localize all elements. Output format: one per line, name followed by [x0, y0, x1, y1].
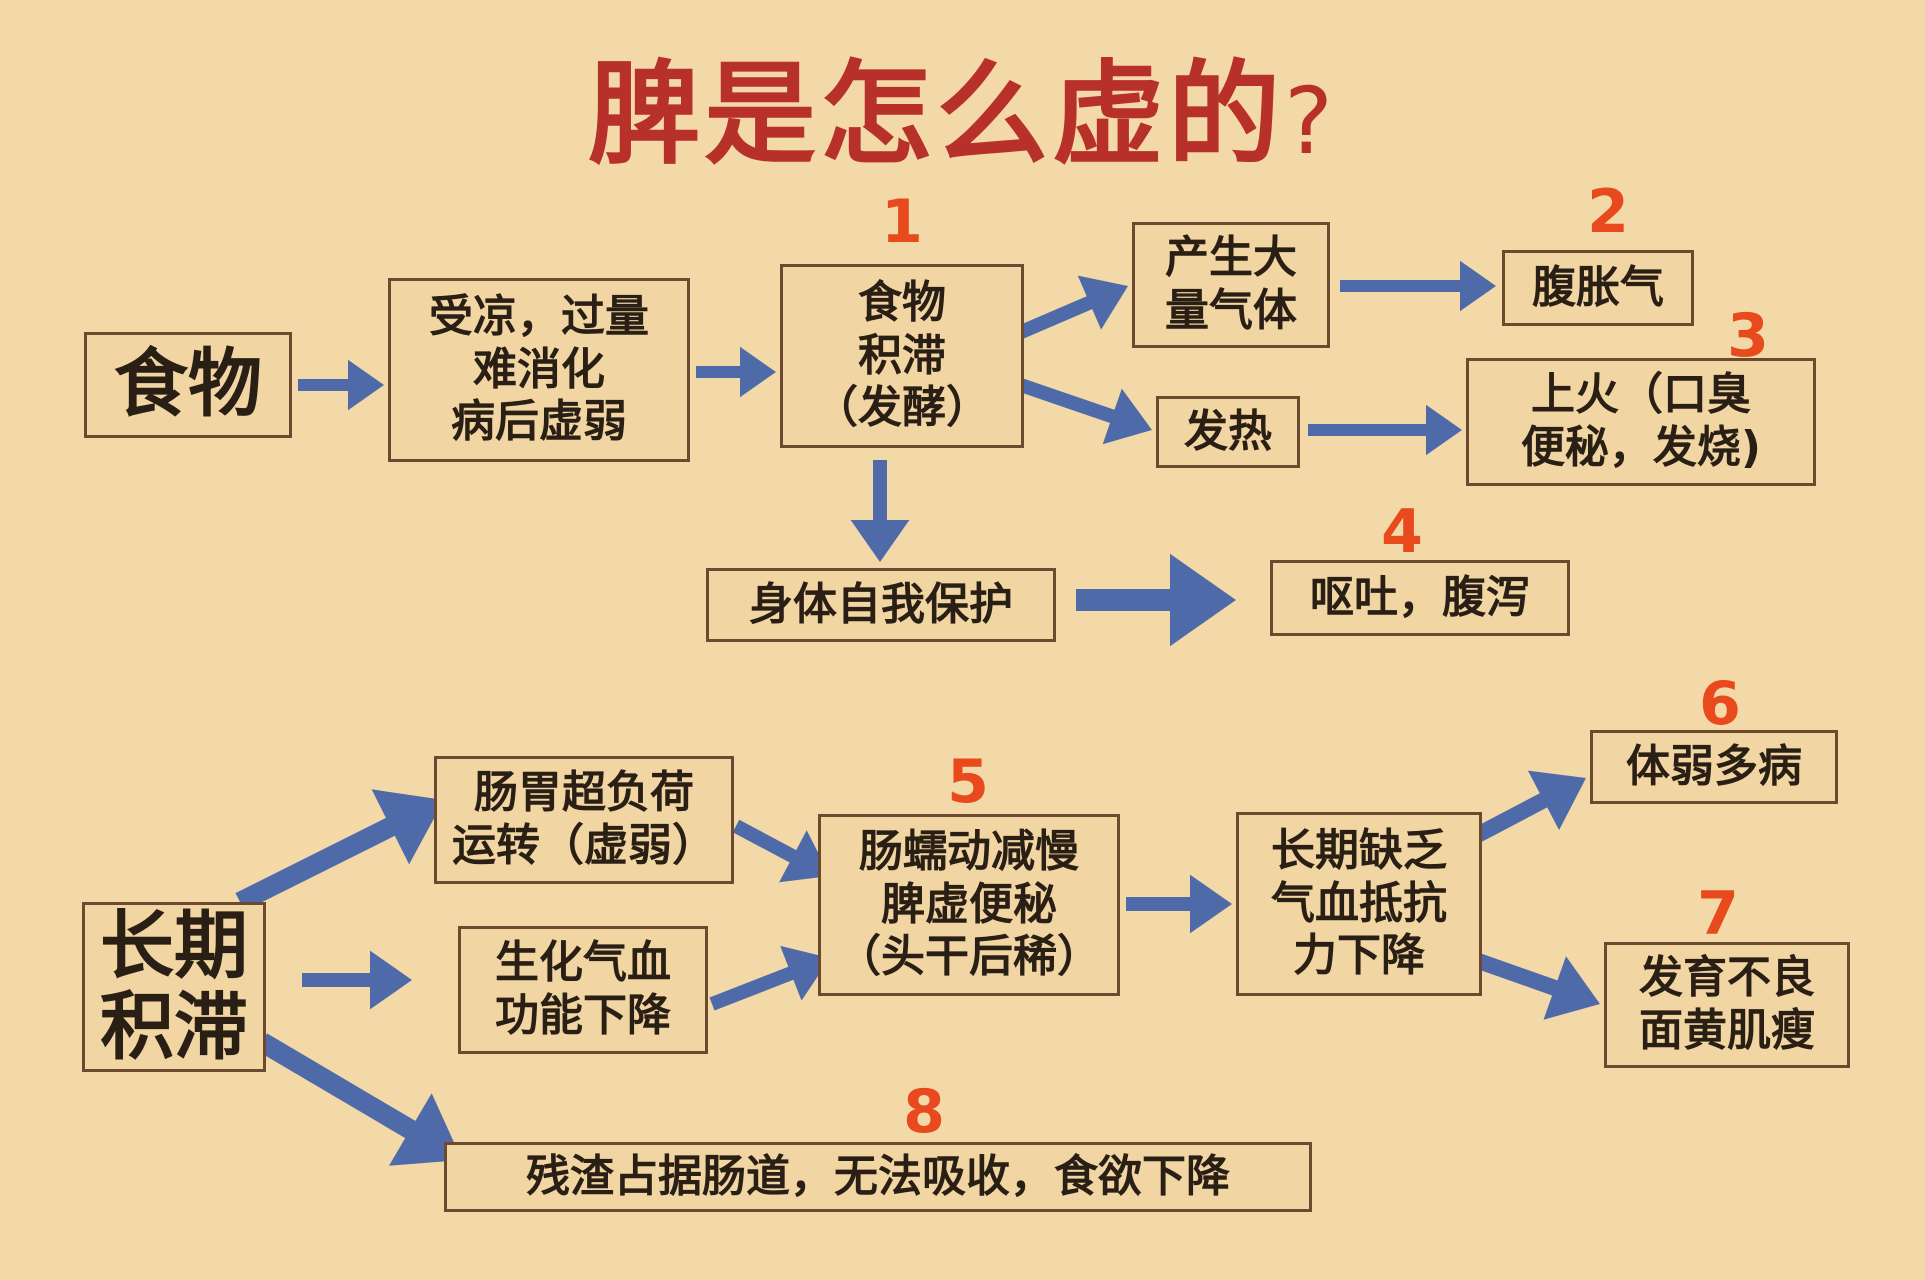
arrow-causes-to-stagnation — [696, 346, 776, 398]
arrow-heat-to-fire — [1308, 404, 1462, 456]
title-question-mark: ? — [1284, 68, 1337, 175]
arrow-protect-to-vomit — [1076, 553, 1236, 647]
arrow-stagnation-to-heat — [1009, 375, 1152, 445]
title-text: 脾是怎么虚的 — [588, 50, 1285, 180]
node-heat: 发热 — [1156, 396, 1300, 468]
step-number-1: 1 — [881, 187, 923, 257]
node-fire: 上火（口臭 便秘，发烧) — [1466, 358, 1816, 486]
node-gas: 产生大 量气体 — [1132, 222, 1330, 348]
arrow-lack-to-weak — [1464, 770, 1586, 848]
node-overload: 肠胃超负荷 运转（虚弱） — [434, 756, 734, 884]
arrow-qi-blood-to-peristalsis — [709, 945, 830, 1011]
step-number-3: 3 — [1727, 301, 1769, 371]
node-growth: 发育不良 面黄肌瘦 — [1604, 942, 1850, 1068]
node-long-term: 长期 积滞 — [82, 902, 266, 1072]
node-food: 食物 — [84, 332, 292, 438]
arrow-food-to-causes — [298, 359, 384, 411]
node-protect: 身体自我保护 — [706, 568, 1056, 642]
step-number-2: 2 — [1587, 177, 1629, 247]
node-vomit: 呕吐，腹泻 — [1270, 560, 1570, 636]
arrow-long-to-qi-blood — [302, 950, 412, 1010]
node-residue: 残渣占据肠道，无法吸收，食欲下降 — [444, 1142, 1312, 1212]
node-lack: 长期缺乏 气血抵抗 力下降 — [1236, 812, 1482, 996]
node-bloating: 腹胀气 — [1502, 250, 1694, 326]
arrow-gas-to-bloating — [1340, 260, 1496, 312]
arrow-long-to-overload — [235, 789, 444, 911]
arrow-stagnation-to-protect — [850, 460, 910, 562]
step-number-7: 7 — [1697, 879, 1739, 949]
arrow-lack-to-growth — [1467, 950, 1600, 1020]
arrow-overload-to-peristalsis — [732, 819, 830, 883]
step-number-4: 4 — [1381, 497, 1423, 567]
step-number-6: 6 — [1699, 669, 1741, 739]
node-causes: 受凉，过量 难消化 病后虚弱 — [388, 278, 690, 462]
step-number-5: 5 — [947, 747, 989, 817]
node-weak: 体弱多病 — [1590, 730, 1838, 804]
arrow-long-to-residue — [256, 1033, 462, 1166]
arrow-peristalsis-to-lack — [1126, 874, 1232, 934]
step-number-8: 8 — [903, 1077, 945, 1147]
arrow-stagnation-to-gas — [1009, 275, 1128, 343]
node-peristalsis: 肠蠕动减慢 脾虚便秘 （头干后稀） — [818, 814, 1120, 996]
page-title: 脾是怎么虚的? — [0, 48, 1925, 182]
node-qi-blood: 生化气血 功能下降 — [458, 926, 708, 1054]
node-stagnation: 食物 积滞 （发酵） — [780, 264, 1024, 448]
